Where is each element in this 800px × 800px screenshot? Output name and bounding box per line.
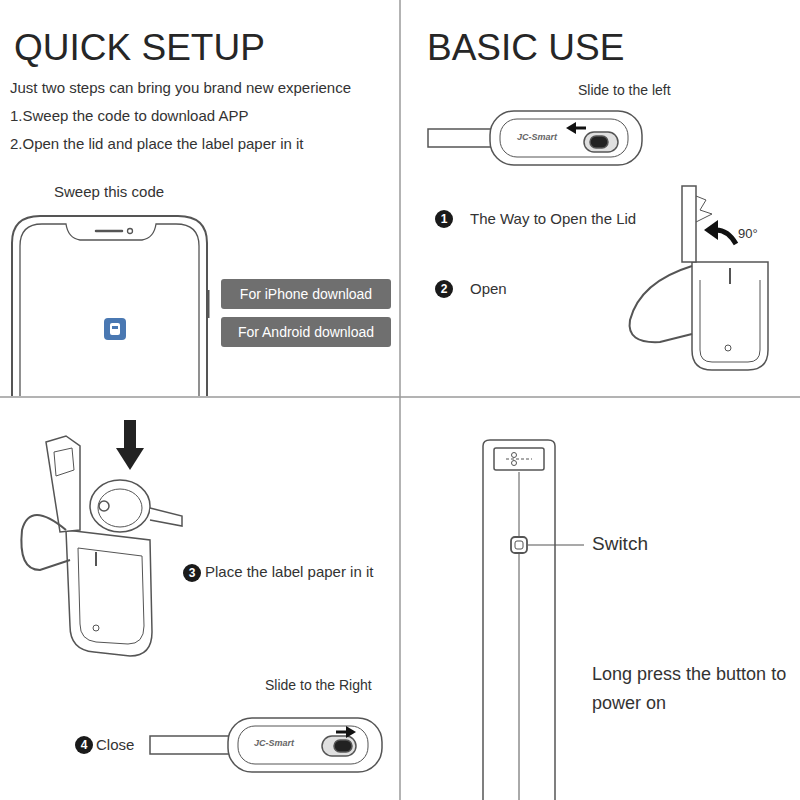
app-icon (104, 318, 126, 340)
step-text: 2.Open the lid and place the label paper… (10, 135, 304, 153)
angle-label: 90° (738, 226, 758, 242)
phone-outline (20, 224, 199, 396)
down-arrow (116, 420, 144, 470)
brand-label: JC-Smart (254, 738, 294, 749)
callout-label: Switch (592, 533, 648, 556)
divider (0, 396, 800, 398)
printer-loading (46, 436, 80, 532)
printer-top-view (228, 718, 382, 772)
down-arrow (116, 448, 144, 470)
action-label: Slide to the Right (265, 677, 372, 694)
callout-digit: 3 (189, 566, 196, 580)
printer-open-lid (696, 196, 712, 222)
printer-top-view (150, 736, 236, 754)
app-icon (112, 326, 118, 329)
printer-open-lid (692, 262, 768, 370)
step-label: Place the label paper in it (205, 563, 373, 581)
brand-label: JC-Smart (517, 132, 557, 143)
printer-open-lid (630, 186, 768, 370)
printer-top-view (590, 136, 608, 148)
download-button: For Android download (221, 317, 391, 347)
printer-loading (54, 448, 74, 476)
arrow-left (566, 122, 586, 134)
rotate-arrow (704, 220, 736, 244)
printer-open-lid (729, 268, 731, 284)
arrow-right (346, 726, 356, 738)
printer-top-view (428, 129, 498, 147)
printer-front-view (512, 453, 517, 458)
button-text: For iPhone download (240, 286, 372, 302)
printer-front-view (506, 459, 532, 460)
action-label: Slide to the left (578, 82, 671, 99)
printer-top-view (150, 718, 382, 772)
arrow-right (336, 726, 356, 738)
rotate-arrow (704, 220, 718, 240)
printer-loading (66, 530, 152, 656)
divider (399, 0, 401, 800)
rotate-arrow (716, 230, 736, 244)
printer-loading (78, 548, 144, 644)
printer-front-view (515, 541, 523, 549)
printer-top-view (500, 119, 628, 157)
section-heading: BASIC USE (427, 26, 624, 70)
callout-number: 3 (183, 564, 201, 582)
printer-loading (95, 552, 97, 566)
printer-front-view (511, 537, 527, 553)
button-text: For Android download (238, 324, 374, 340)
callout-digit: 1 (441, 212, 448, 226)
callout-number: 4 (75, 736, 93, 754)
callout-number: 1 (435, 210, 453, 228)
printer-front-view (512, 461, 517, 466)
callout-number: 2 (435, 280, 453, 298)
printer-front-view (519, 472, 520, 800)
section-heading: QUICK SETUP (14, 26, 265, 70)
intro-text: Just two steps can bring you brand new e… (10, 79, 351, 97)
printer-open-lid (630, 266, 692, 342)
step-text: 1.Sweep the code to download APP (10, 107, 249, 125)
printer-loading (21, 436, 182, 656)
step-label: Open (470, 280, 507, 298)
printer-loading (21, 515, 70, 570)
printer-top-view (584, 132, 618, 152)
app-icon (110, 323, 120, 335)
printer-front-view (483, 440, 555, 800)
callout-digit: 4 (81, 738, 88, 752)
printer-loading (98, 489, 142, 527)
down-arrow (124, 420, 136, 450)
printer-loading (90, 480, 150, 532)
phone-outline (12, 216, 208, 396)
printer-loading (93, 625, 99, 631)
step-label: Close (96, 736, 134, 754)
phone-outline (128, 229, 133, 234)
printer-top-view (238, 726, 368, 764)
instruction-text: Sweep this code (54, 183, 164, 201)
printer-open-lid (725, 345, 731, 351)
printer-top-view (490, 111, 642, 165)
app-icon (104, 318, 126, 340)
printer-front-view (483, 440, 584, 800)
download-button: For iPhone download (221, 279, 391, 309)
callout-digit: 2 (441, 282, 448, 296)
printer-top-view (334, 740, 352, 752)
phone-outline (12, 216, 207, 396)
phone-outline (96, 230, 122, 233)
printer-top-view (322, 736, 356, 756)
printer-open-lid (682, 186, 696, 262)
printer-top-view (428, 111, 642, 165)
printer-loading (150, 508, 182, 526)
printer-loading (99, 501, 109, 511)
printer-front-view (528, 544, 584, 545)
instruction-text: Long press the button to power on (592, 660, 792, 718)
step-label: The Way to Open the Lid (470, 210, 636, 228)
arrow-left (566, 122, 576, 134)
printer-open-lid (700, 280, 760, 362)
phone-outline (207, 290, 210, 318)
printer-front-view (494, 448, 544, 470)
